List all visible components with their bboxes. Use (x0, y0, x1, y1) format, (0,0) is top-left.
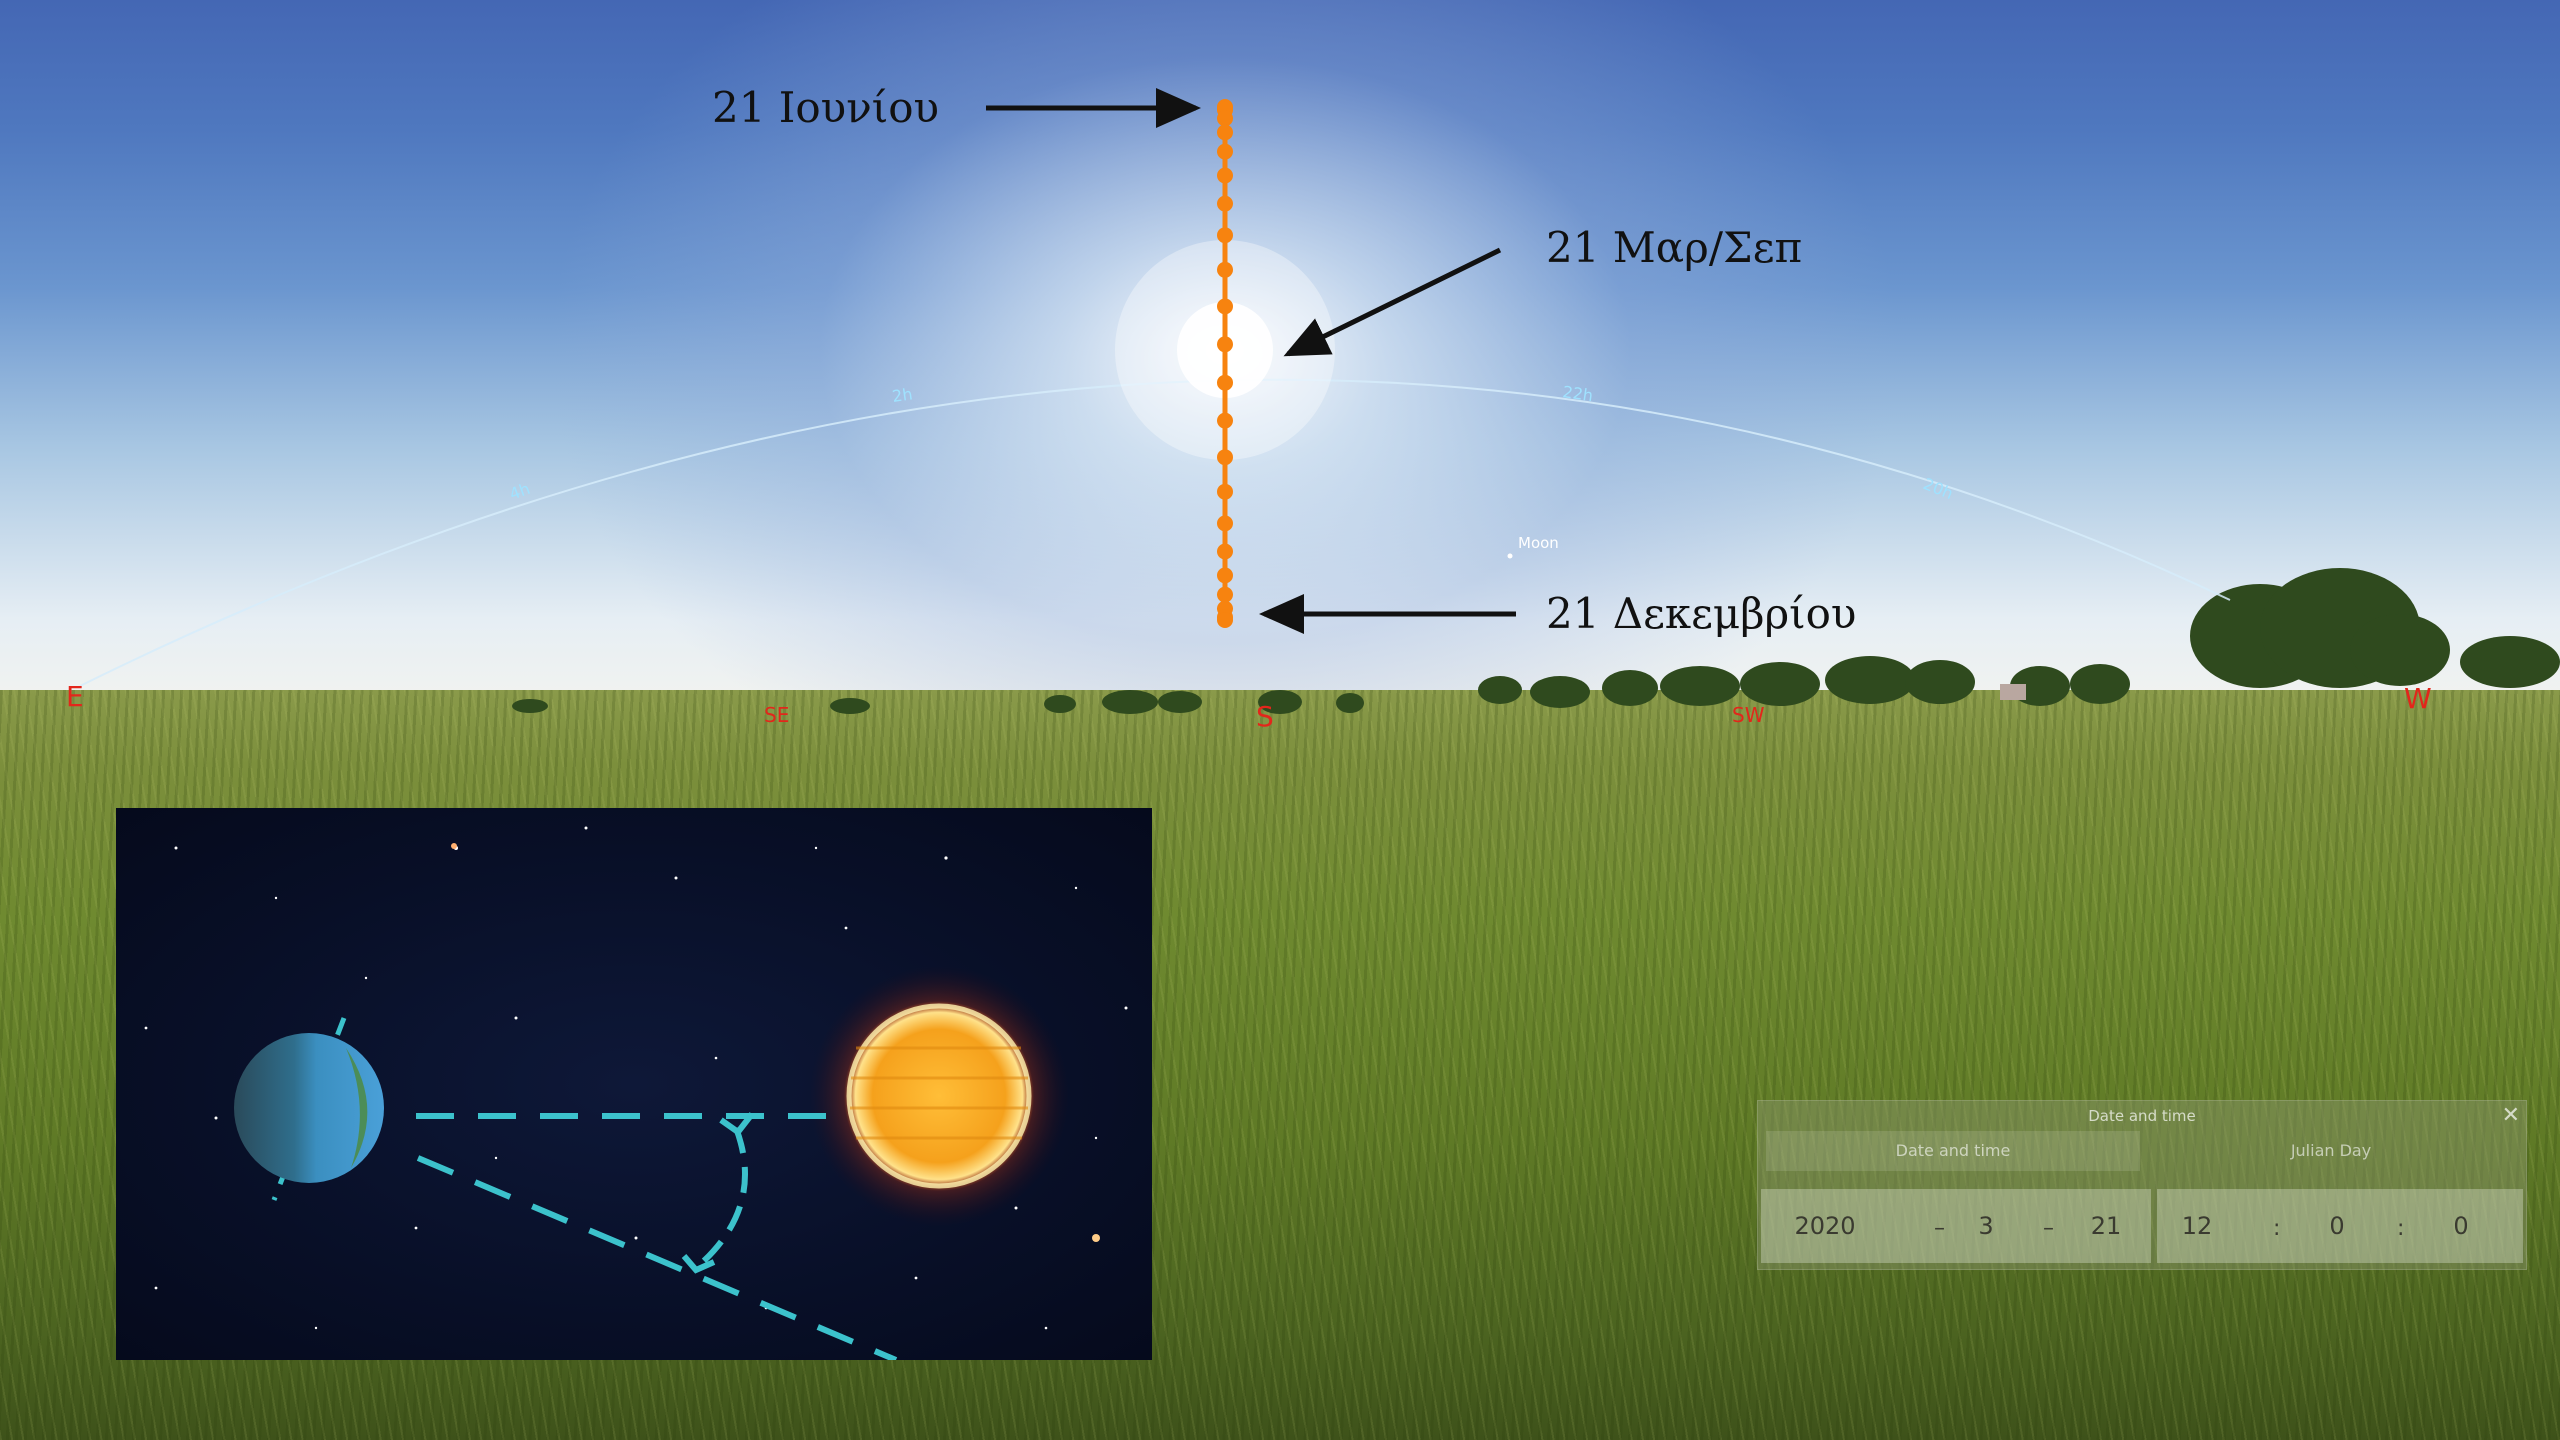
inset-svg (144, 826, 1128, 1360)
hour-field[interactable]: 12 (2181, 1212, 2213, 1240)
inset-ecliptic-line (416, 1155, 898, 1360)
inset-earth-land (346, 1048, 368, 1168)
sun-position-dot (1217, 195, 1233, 212)
sun-position-dot (1217, 612, 1233, 628)
inset-sun (844, 1001, 1034, 1191)
sun-position-dots (1217, 99, 1233, 628)
sun-position-dot (1217, 124, 1233, 141)
sun-position-dot (1217, 515, 1233, 532)
inset-tilt-arc (694, 1126, 748, 1271)
date-input-group: 2020 – 3 – 21 (1761, 1189, 2151, 1263)
inset-sun-rim (846, 1003, 1032, 1189)
label-june-solstice: 21 Ιουνίου (712, 83, 939, 132)
sun-position-dot (1217, 483, 1233, 500)
sun-position-dot (1217, 567, 1233, 584)
sun-position-dot (1217, 298, 1233, 315)
inset-earth-sun-diagram (116, 808, 1152, 1360)
inset-bright-star (451, 843, 457, 849)
second-field[interactable]: 0 (2453, 1212, 2469, 1240)
date-separator: – (2043, 1216, 2054, 1241)
time-separator: : (2273, 1216, 2281, 1241)
inset-bright-star (1092, 1234, 1100, 1242)
sun-position-dot (1217, 586, 1233, 603)
compass-south: S (1256, 700, 1274, 733)
inset-tilt-arrow-down (681, 1254, 716, 1274)
time-separator: : (2397, 1216, 2405, 1241)
sun-position-dot (1217, 449, 1233, 466)
close-icon[interactable]: ✕ (2501, 1103, 2520, 1128)
sun-position-dot (1217, 543, 1233, 560)
compass-east: E (66, 680, 84, 713)
year-field[interactable]: 2020 (1794, 1212, 1856, 1240)
month-field[interactable]: 3 (1978, 1212, 1994, 1240)
compass-west: W (2404, 682, 2432, 715)
date-time-panel-title: Date and time (2088, 1107, 2196, 1125)
day-field[interactable]: 21 (2090, 1212, 2122, 1240)
time-input-group: 12 : 0 : 0 (2157, 1189, 2523, 1263)
hour-label-4h: 4h (507, 479, 533, 504)
tab-julian-day[interactable]: Julian Day (2290, 1141, 2372, 1160)
inset-sun-bands (850, 1046, 1028, 1140)
sun-position-dot (1217, 261, 1233, 278)
moon-marker (1507, 553, 1513, 559)
sun-position-dot (1217, 412, 1233, 429)
sun-position-dot (1217, 167, 1233, 184)
compass-southwest: SW (1732, 703, 1765, 727)
hour-label-20h: 20h (1921, 474, 1956, 503)
label-december-solstice: 21 Δεκεμβρίου (1546, 589, 1856, 638)
sun-position-dot (1217, 227, 1233, 244)
date-time-panel: Date and time ✕ Date and time Julian Day… (1757, 1100, 2527, 1270)
sun-position-dot (1217, 143, 1233, 160)
horizon-treeline (512, 568, 2560, 714)
inset-earth (234, 1033, 384, 1183)
tab-date-and-time[interactable]: Date and time (1766, 1131, 2140, 1171)
sun-position-dot (1217, 110, 1233, 127)
arrow-equinox (1283, 247, 1502, 357)
moon-label: Moon (1518, 534, 1559, 552)
minute-field[interactable]: 0 (2329, 1212, 2345, 1240)
inset-tilt-arrow-up (719, 1112, 755, 1137)
hour-label-22h: 22h (1561, 382, 1594, 405)
sun-position-dot (1217, 374, 1233, 391)
compass-southeast: SE (764, 703, 789, 727)
label-equinox: 21 Μαρ/Σεπ (1546, 223, 1802, 272)
hour-label-2h: 2h (891, 384, 914, 406)
date-separator: – (1934, 1216, 1945, 1241)
sun-position-dot (1217, 336, 1233, 353)
